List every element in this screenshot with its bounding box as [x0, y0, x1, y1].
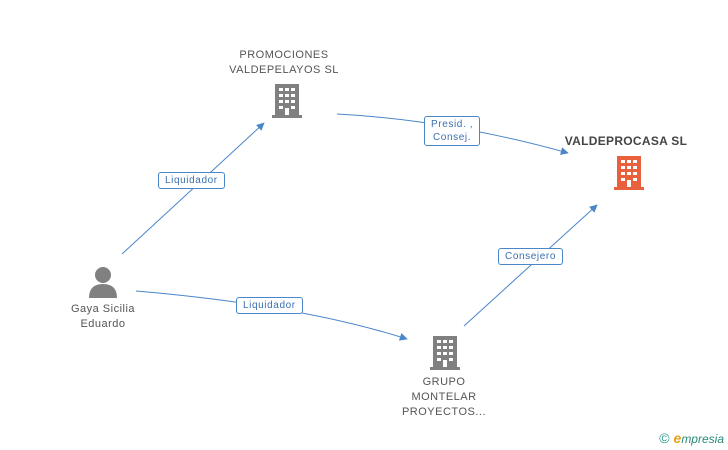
node-label-grupo-line1: GRUPO	[422, 376, 466, 388]
brand-logo: empresia	[674, 430, 724, 446]
edge-label-consej-line: Consej.	[432, 132, 472, 143]
node-label-gaya-line2: Eduardo	[80, 318, 126, 330]
edge-grupo-valdeprocasa	[463, 204, 598, 327]
node-label-promociones-line1: PROMOCIONES	[239, 49, 329, 61]
node-label-grupo[interactable]: GRUPO MONTELAR PROYECTOS...	[388, 375, 500, 420]
building-icon[interactable]	[430, 336, 460, 370]
edge-label-grupo-valdeprocasa[interactable]: Consejero	[498, 248, 563, 265]
copyright-icon: ©	[659, 430, 670, 446]
node-label-gaya-line1: Gaya Sicilia	[70, 303, 136, 315]
edge-label-gaya-grupo[interactable]: Liquidador	[236, 297, 303, 314]
node-label-promociones-line2: VALDEPELAYOS SL	[229, 64, 339, 76]
building-icon[interactable]	[272, 84, 302, 118]
edge-label-presid-line: Presid. ,	[431, 119, 474, 130]
node-label-grupo-line3: PROYECTOS...	[401, 406, 487, 418]
edge-label-promociones-valdeprocasa[interactable]: Presid. , Consej.	[424, 116, 481, 146]
person-icon[interactable]	[88, 266, 118, 298]
building-icon[interactable]	[614, 156, 644, 190]
node-label-valdeprocasa[interactable]: VALDEPROCASA SL	[564, 134, 688, 148]
node-label-gaya[interactable]: Gaya Sicilia Eduardo	[48, 302, 158, 332]
node-label-promociones[interactable]: PROMOCIONES VALDEPELAYOS SL	[214, 48, 354, 78]
node-label-grupo-line2: MONTELAR	[411, 391, 477, 403]
brand-footer: © empresia	[659, 430, 724, 446]
brand-name: mpresia	[681, 432, 724, 446]
brand-initial: e	[673, 430, 682, 446]
edge-label-gaya-promociones[interactable]: Liquidador	[158, 172, 225, 189]
